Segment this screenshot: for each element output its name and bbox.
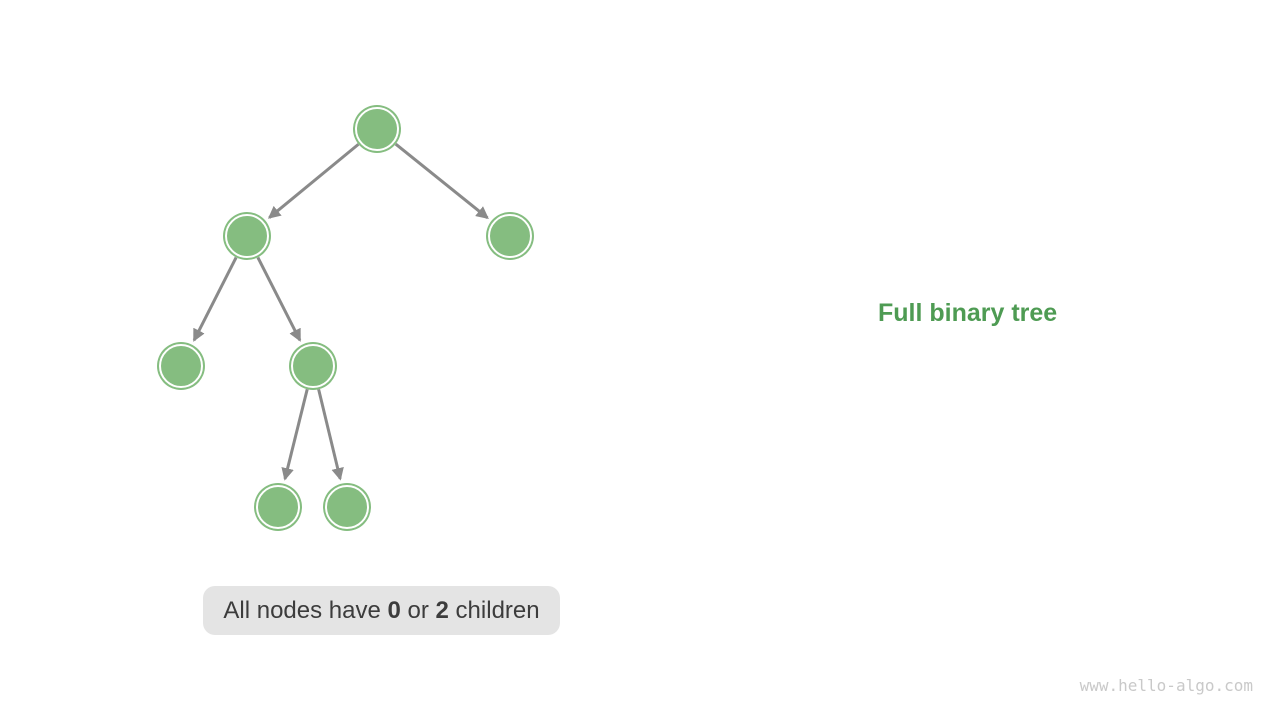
tree-edge — [394, 142, 489, 220]
tree-node — [289, 342, 337, 390]
tree-node — [353, 105, 401, 153]
tree-edge — [317, 388, 344, 481]
caption-text-segment: All nodes have — [223, 596, 388, 624]
tree-node — [223, 212, 271, 260]
tree-edge — [281, 388, 309, 481]
tree-node — [486, 212, 534, 260]
caption-bold-zero: 0 — [387, 596, 401, 624]
caption-box: All nodes have 0 or 2 children — [203, 586, 560, 635]
tree-node — [157, 342, 205, 390]
tree-edge — [256, 256, 302, 342]
tree-node — [323, 483, 371, 531]
caption-text-segment: or — [400, 596, 436, 624]
tree-edge — [267, 143, 360, 219]
diagram-title: Full binary tree — [878, 299, 1058, 327]
caption-bold-two: 2 — [435, 596, 449, 624]
tree-node — [254, 483, 302, 531]
tree-edge — [192, 256, 238, 342]
watermark: www.hello-algo.com — [1079, 676, 1253, 695]
caption-text-segment: children — [448, 596, 540, 624]
